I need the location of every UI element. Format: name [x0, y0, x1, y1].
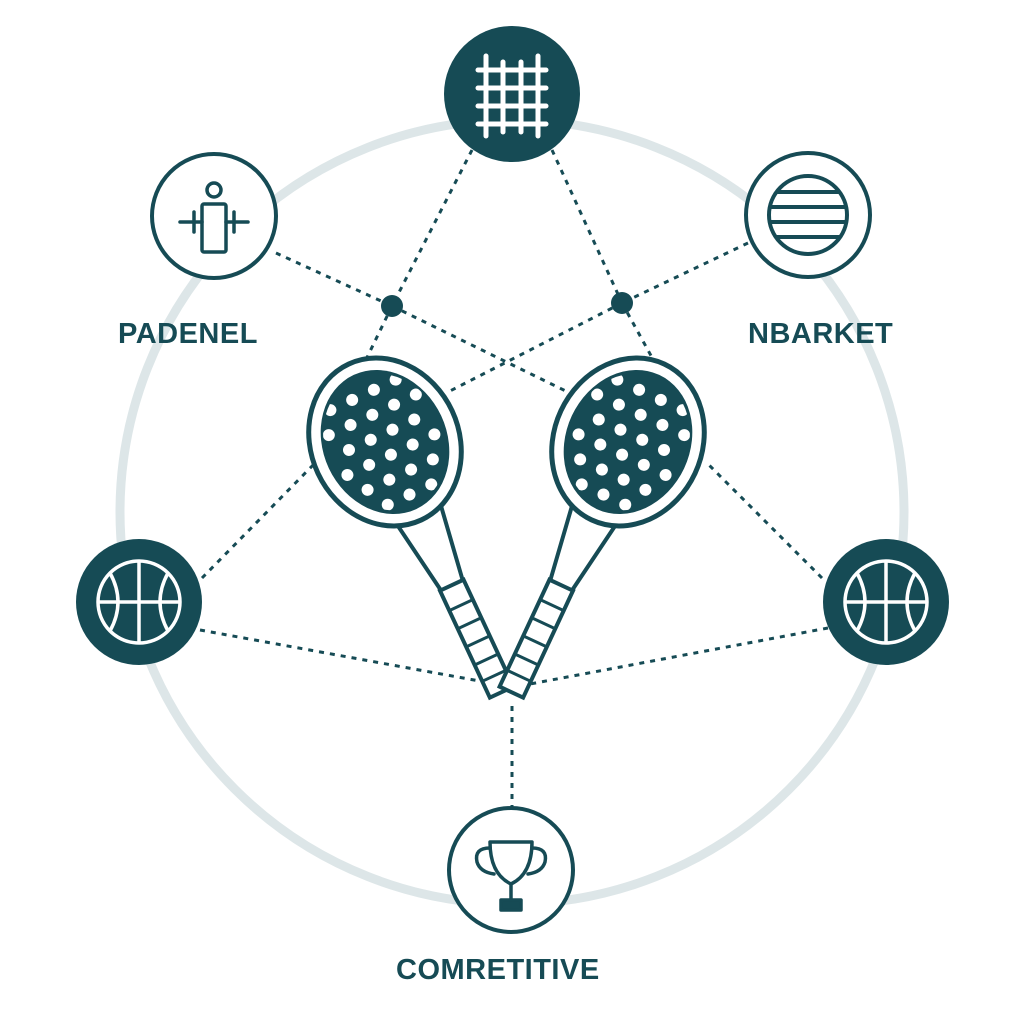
junction-dot-left — [381, 295, 403, 317]
junction-dot-right — [611, 292, 633, 314]
basketball-icon — [96, 559, 182, 645]
padel-racket-left — [306, 355, 517, 701]
court-net-icon — [475, 53, 549, 139]
crossed-padel-rackets-icon — [306, 355, 707, 701]
label-competitive: COMRETITIVE — [396, 954, 600, 986]
basketball-icon — [843, 559, 929, 645]
node-upper-left — [150, 152, 278, 280]
node-right — [823, 539, 949, 665]
label-padenel: PADENEL — [118, 318, 258, 350]
striped-ball-icon — [767, 174, 849, 256]
person-icon — [178, 181, 250, 254]
connector-lines — [199, 149, 829, 808]
node-left — [76, 539, 202, 665]
label-market: NBARKET — [748, 318, 894, 350]
padel-racket-right — [496, 355, 707, 701]
node-upper-right — [744, 151, 872, 279]
trophy-icon — [474, 840, 548, 912]
node-top — [444, 26, 580, 162]
node-bottom — [447, 806, 575, 934]
